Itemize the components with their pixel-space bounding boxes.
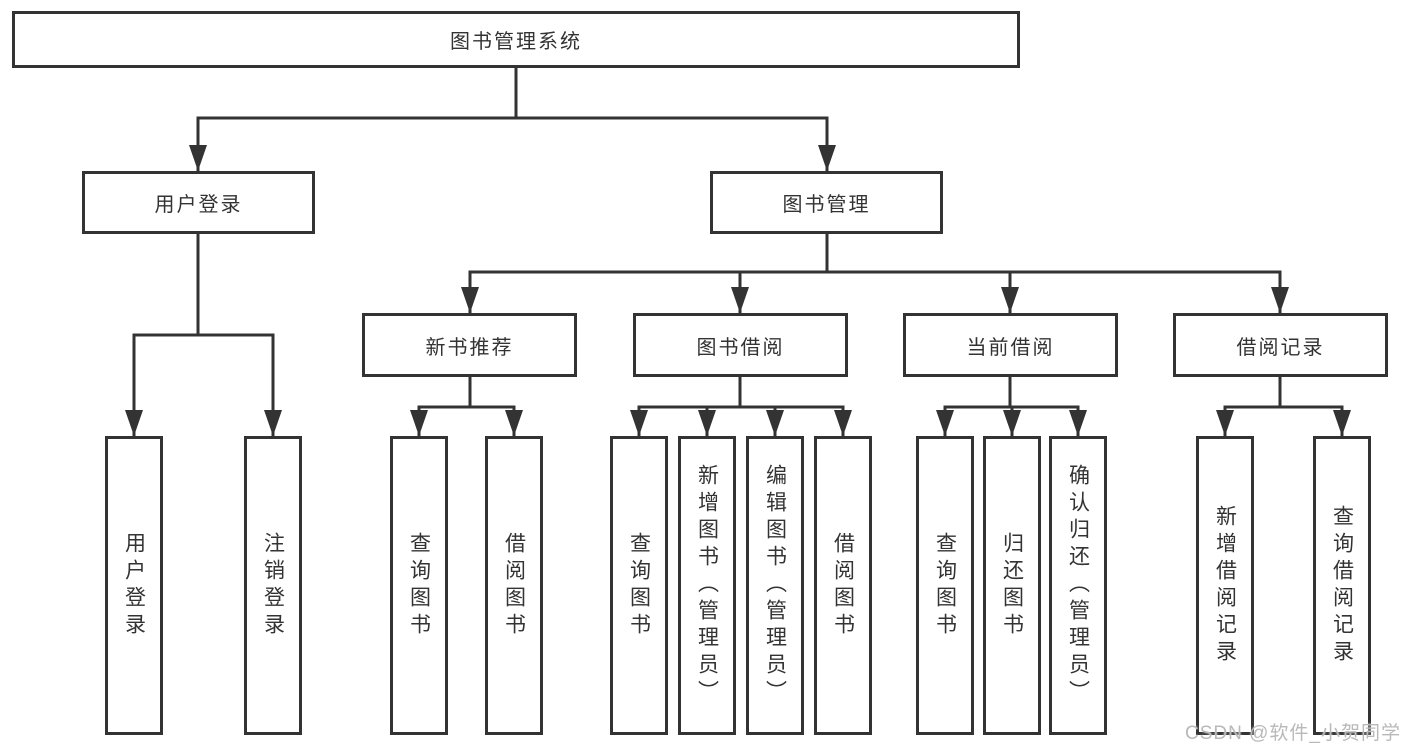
tree-edge-lines	[132, 65, 1344, 438]
leaf-borrow-books-recommend: 借阅图书	[485, 436, 543, 735]
leaf-query-books-borrow: 查询图书	[610, 436, 668, 735]
node-user-login: 用户登录	[82, 171, 315, 234]
leaf-return-books: 归还图书	[983, 436, 1041, 735]
node-current-borrow: 当前借阅	[903, 313, 1118, 377]
leaf-borrow-books: 借阅图书	[814, 436, 872, 735]
node-book-management: 图书管理	[710, 171, 943, 234]
node-borrow-records: 借阅记录	[1173, 313, 1388, 377]
leaf-logout: 注销登录	[244, 436, 302, 735]
csdn-watermark: CSDN @软件_小贺同学	[1185, 723, 1401, 744]
leaf-query-books-recommend: 查询图书	[390, 436, 448, 735]
node-book-borrow: 图书借阅	[633, 313, 848, 377]
node-library-management-system: 图书管理系统	[12, 11, 1020, 68]
leaf-confirm-return-admin: 确认归还（管理员）	[1049, 436, 1107, 735]
leaf-add-books-admin: 新增图书（管理员）	[678, 436, 736, 735]
leaf-query-borrow-record: 查询借阅记录	[1313, 436, 1371, 735]
leaf-user-login: 用户登录	[105, 436, 163, 735]
leaf-query-books-current: 查询图书	[916, 436, 974, 735]
leaf-edit-books-admin: 编辑图书（管理员）	[746, 436, 804, 735]
node-new-book-recommend: 新书推荐	[362, 313, 577, 377]
leaf-add-borrow-record: 新增借阅记录	[1196, 436, 1254, 735]
